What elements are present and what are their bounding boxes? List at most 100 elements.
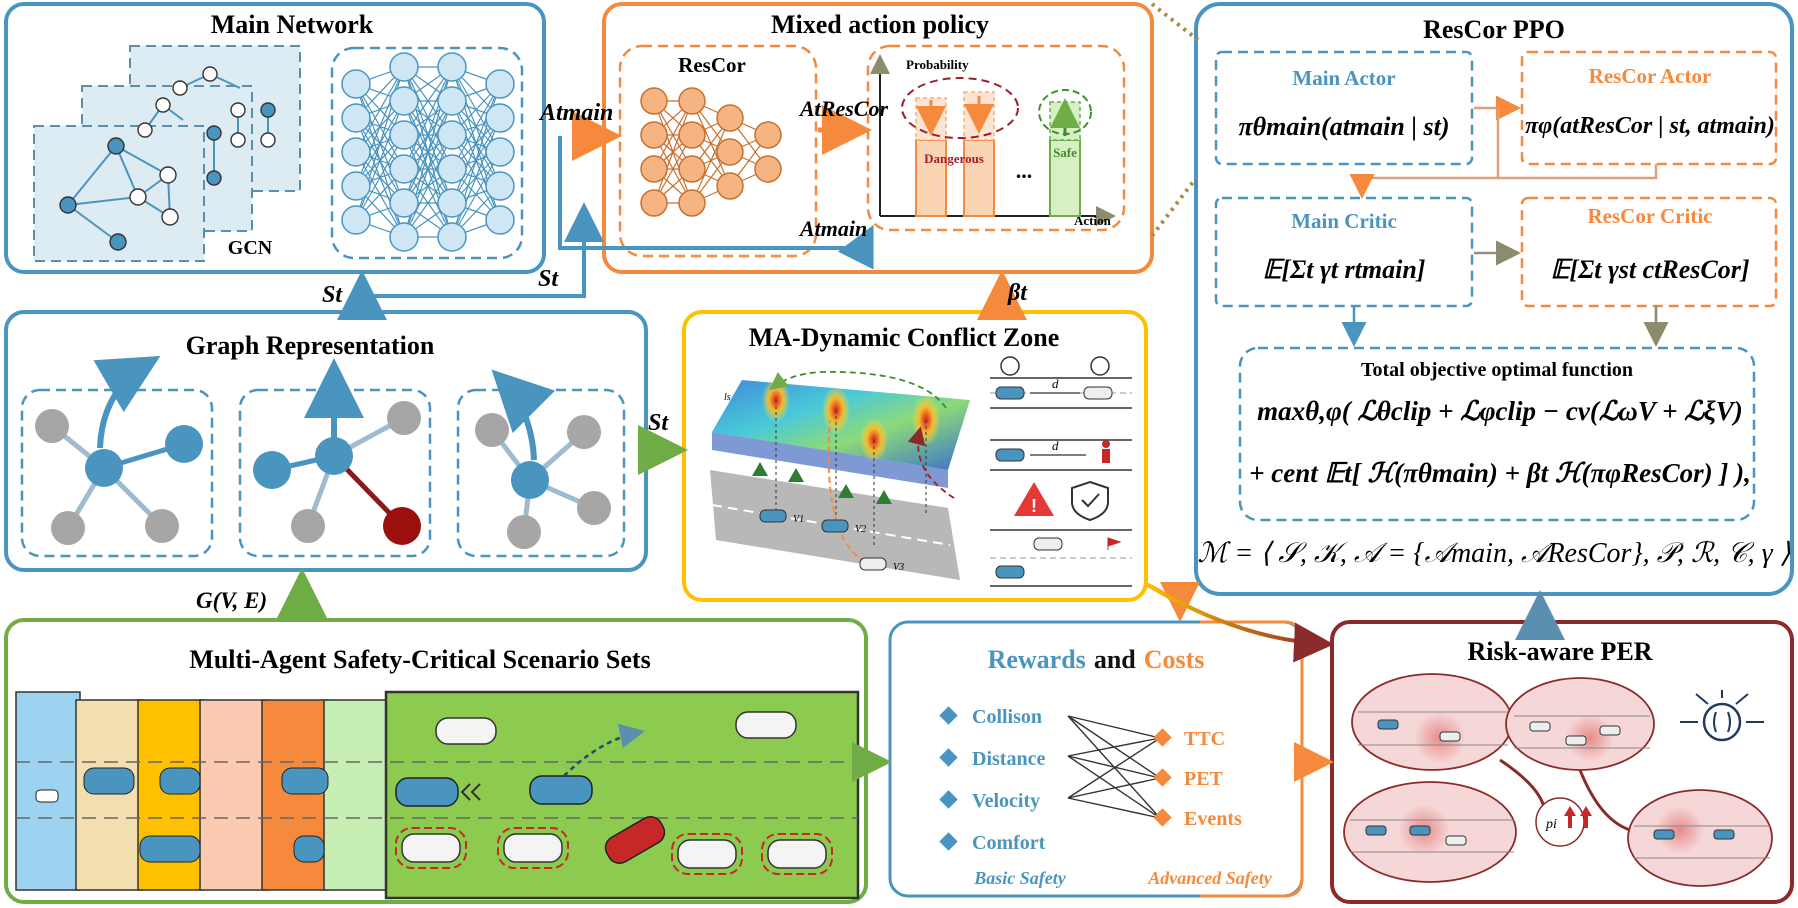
st-label-3: St xyxy=(648,410,669,436)
main-network-panel: Main Network xyxy=(4,2,546,274)
rescor-ppo-panel: ResCor PPO Main Actor πθmain(atmain | st… xyxy=(1194,2,1794,596)
basic-bullet-icon xyxy=(939,832,958,851)
neuron-node xyxy=(485,103,515,133)
scenario-sets-title: Multi-Agent Safety-Critical Scenario Set… xyxy=(189,645,650,674)
ls-axis-label: ls xyxy=(724,392,731,403)
main-neural-net xyxy=(341,52,515,252)
neuron-node xyxy=(678,121,706,149)
rescor-neural-net xyxy=(640,87,782,217)
flow-arrows xyxy=(277,105,1565,782)
rescor-actor-label: ResCor Actor xyxy=(1589,64,1712,88)
neuron-node xyxy=(678,155,706,183)
neuron-node xyxy=(640,189,668,217)
neuron-node xyxy=(389,154,419,184)
ellipsis-label: ... xyxy=(1016,158,1033,183)
reward-cost-links xyxy=(1067,715,1161,819)
neuron-node xyxy=(437,154,467,184)
rescor-critic-label: ResCor Critic xyxy=(1588,204,1713,228)
arrow-labels: Atmain AtResCor Atmain St St St βt G(V, … xyxy=(196,96,1028,613)
v3-label: V3 xyxy=(893,562,904,573)
main-actor-label: Main Actor xyxy=(1292,66,1395,90)
neuron-node xyxy=(437,188,467,218)
rescor-net-label: ResCor xyxy=(678,53,746,77)
mixed-policy-panel: Mixed action policy ResCor Probability A… xyxy=(602,2,1154,274)
v2-label: V2 xyxy=(855,524,866,535)
basic-bullet-icon xyxy=(939,790,958,809)
main-critic-formula: 𝔼[Σt γt rtmain] xyxy=(1263,255,1426,284)
advanced-bullet-icon xyxy=(1153,768,1172,787)
action-distribution-chart: Probability Action Dangerous Safe ... xyxy=(870,54,1116,228)
basic-bullet-icon xyxy=(939,748,958,767)
neuron-node xyxy=(437,86,467,116)
distance-label-1: d xyxy=(1052,376,1059,391)
neuron-node xyxy=(437,120,467,150)
ai-brain-icon xyxy=(1680,690,1764,742)
graph-1 xyxy=(35,355,203,545)
a-main-label-2: Atmain xyxy=(798,216,867,241)
conflict-zone-title: MA-Dynamic Conflict Zone xyxy=(749,323,1060,352)
neuron-node xyxy=(437,52,467,82)
st-label-2: St xyxy=(538,266,559,292)
neuron-node xyxy=(485,171,515,201)
neuron-node xyxy=(389,120,419,150)
priority-label: pi xyxy=(1545,817,1557,832)
graph-representation-panel: Graph Representation xyxy=(4,310,648,572)
main-critic-label: Main Critic xyxy=(1291,209,1397,233)
main-actor-box xyxy=(1214,50,1474,166)
main-actor-formula: πθmain(atmain | st) xyxy=(1238,112,1449,141)
neuron-node xyxy=(754,121,782,149)
neuron-node xyxy=(341,137,371,167)
advanced-safety-item: PET xyxy=(1184,768,1224,790)
rescor-critic-box xyxy=(1520,196,1778,308)
policy-ppo-connectors xyxy=(1150,2,1200,238)
beta-label: βt xyxy=(1007,280,1028,306)
basic-safety-item: Comfort xyxy=(972,832,1046,854)
advanced-safety-item: Events xyxy=(1184,808,1242,830)
svg-text:!: ! xyxy=(1031,496,1037,516)
graph-3 xyxy=(475,369,611,549)
neuron-node xyxy=(640,87,668,115)
advanced-bullet-icon xyxy=(1153,808,1172,827)
risk-per-title: Risk-aware PER xyxy=(1467,637,1652,666)
zone-vehicles xyxy=(759,509,887,571)
a-rescor-label: AtResCor xyxy=(798,96,888,121)
neuron-node xyxy=(341,171,371,201)
action-axis-label: Action xyxy=(1074,213,1112,228)
scenario-sets-panel: Multi-Agent Safety-Critical Scenario Set… xyxy=(4,618,868,904)
highlighted-scenario-vehicles xyxy=(395,711,833,875)
neuron-node xyxy=(341,205,371,235)
safe-label: Safe xyxy=(1053,145,1077,160)
neuron-node xyxy=(678,189,706,217)
neuron-node xyxy=(389,222,419,252)
neuron-node xyxy=(716,104,744,132)
objective-line-1: maxθ,φ( ℒθclip + ℒφclip − cv(ℒωV + ℒξV) xyxy=(1257,396,1743,426)
a-main-label-1: Atmain xyxy=(538,100,613,126)
neuron-node xyxy=(341,103,371,133)
neuron-node xyxy=(437,222,467,252)
advanced-safety-label: Advanced Safety xyxy=(1147,868,1272,888)
probability-axis-label: Probability xyxy=(906,57,969,72)
rescor-actor-box xyxy=(1520,50,1778,166)
neuron-node xyxy=(754,155,782,183)
neuron-node xyxy=(389,86,419,116)
rescor-ppo-border xyxy=(1194,2,1794,596)
v1-label: V1 xyxy=(793,514,804,525)
rescor-critic-formula: 𝔼[Σt γst ctResCor] xyxy=(1551,255,1750,284)
neuron-node xyxy=(485,137,515,167)
rewards-word: Rewards xyxy=(988,645,1086,674)
risk-per-panel: Risk-aware PER pi xyxy=(1330,620,1794,904)
basic-safety-item: Velocity xyxy=(972,790,1040,812)
neuron-node xyxy=(485,69,515,99)
neuron-node xyxy=(341,69,371,99)
mdp-formula: ℳ = ⟨ 𝒮, 𝒦, 𝒜 = {𝒜main, 𝒜ResCor}, 𝒫, ℛ, … xyxy=(1197,538,1790,569)
basic-safety-item: Collison xyxy=(972,706,1042,728)
gve-label: G(V, E) xyxy=(196,588,267,613)
neuron-node xyxy=(640,121,668,149)
dangerous-label: Dangerous xyxy=(924,151,984,166)
risk-clouds: pi xyxy=(1343,673,1773,887)
objective-line-2: + cent 𝔼t[ ℋ(πθmain) + βt ℋ(πφResCor) ] … xyxy=(1249,458,1751,488)
